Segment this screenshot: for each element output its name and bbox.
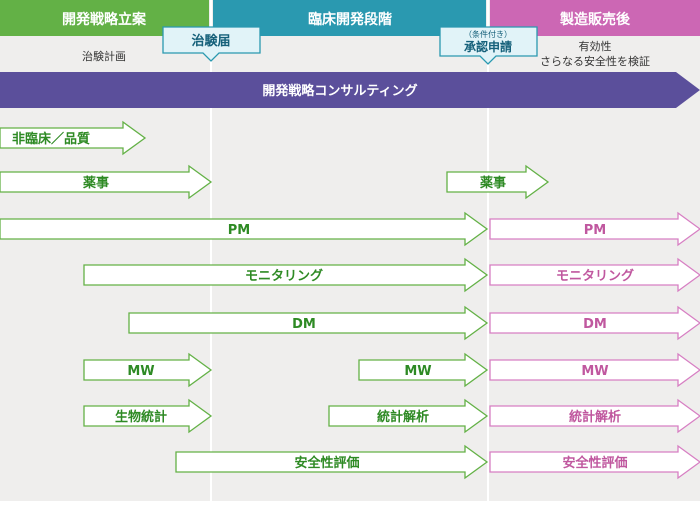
phase-title-post: 製造販売後 [559,11,631,28]
phase-title-clinical: 臨床開発段階 [308,11,392,28]
post-note-line: 有効性 [579,39,612,53]
activity-label-stats: 統計解析 [569,409,621,425]
activity-arrow-pm [0,211,489,247]
milestone-approval-note: （条件付き） [464,29,512,39]
activity-arrow-dm [489,305,700,341]
consulting-band-arrow [0,72,700,108]
activity-label-dm: DM [292,317,316,332]
milestone-ctn-label: 治験届 [191,33,230,49]
activity-arrow-dm [128,305,489,341]
activity-label-mw: MW [404,364,431,379]
activity-arrow-stats [489,398,700,434]
activity-arrow-mw [489,352,700,388]
activity-label-safety: 安全性評価 [294,455,359,471]
milestone-approval-callout [439,26,538,65]
activity-arrow-monitoring [83,257,489,293]
activity-label-stats: 生物統計 [115,409,167,425]
consulting-band-label: 開発戦略コンサルティング [262,83,417,99]
activity-arrow-safety [489,444,700,480]
activity-arrow-monitoring [489,257,700,293]
post-note-line: さらなる安全性を検証 [540,54,650,68]
activity-arrow-pm [489,211,700,247]
activity-arrow-regulatory [0,164,213,200]
activity-label-regulatory: 薬事 [479,175,506,191]
activity-label-monitoring: モニタリング [245,268,323,284]
activity-label-regulatory: 薬事 [82,175,109,191]
milestone-ctn-callout [162,26,261,62]
phase-title-strategy: 開発戦略立案 [62,11,147,28]
activity-label-mw: MW [127,364,154,379]
activity-arrow-mw [358,352,489,388]
activity-label-dm: DM [583,317,607,332]
activity-arrow-safety [175,444,489,480]
milestone-approval-label: 承認申請 [464,39,512,54]
activity-arrow-nonclinical [0,120,147,156]
activity-label-monitoring: モニタリング [556,268,634,284]
activity-label-stats: 統計解析 [377,409,429,425]
activity-label-nonclinical: 非臨床／品質 [12,131,90,147]
strategy-note: 治験計画 [82,49,126,63]
activity-label-mw: MW [581,364,608,379]
activity-arrow-regulatory [446,164,550,200]
activity-label-safety: 安全性評価 [562,455,627,471]
activity-arrow-mw [83,352,213,388]
activity-label-pm: PM [584,223,606,238]
activity-arrow-stats [83,398,213,434]
activity-arrow-stats [328,398,489,434]
activity-label-pm: PM [228,223,250,238]
